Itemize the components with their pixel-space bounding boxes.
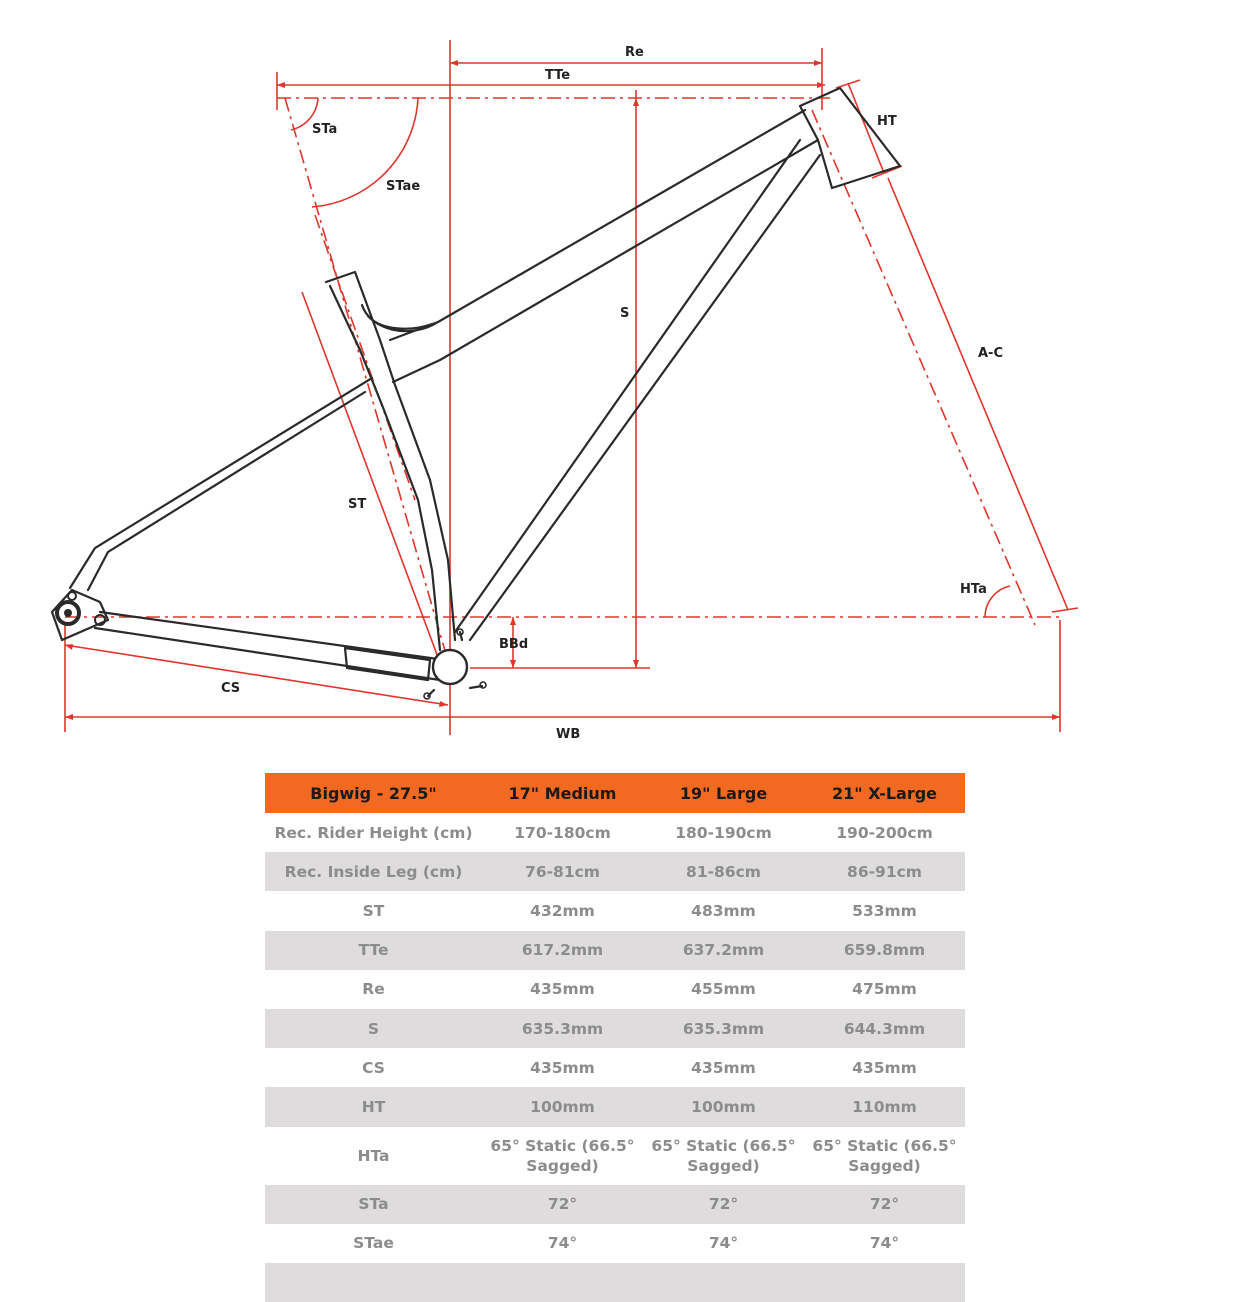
table-row: STa 72° 72° 72°: [265, 1184, 965, 1224]
header-size-large: 19" Large: [643, 773, 804, 813]
cell-medium: 74°: [547, 1234, 578, 1253]
row-label: STa: [265, 1184, 482, 1224]
label-hta: HTa: [960, 582, 987, 597]
label-wb: WB: [556, 727, 580, 740]
cell-medium: 635.3mm: [482, 1008, 643, 1049]
cell-xlarge: 65° Static (66.5° Sagged): [812, 1136, 957, 1175]
table-row: Rec. Inside Leg (cm) 76-81cm 81-86cm 86-…: [265, 852, 965, 892]
cell-medium: 435mm: [530, 980, 595, 999]
cell-large: 74°: [708, 1234, 739, 1253]
frame-geometry-diagram: Re TTe HT STa STae S A-C ST HTa BBd CS W…: [50, 40, 1079, 740]
header-size-medium: 17" Medium: [482, 773, 643, 813]
table-row: STae 74° 74° 74°: [265, 1224, 965, 1263]
bike-frame: [50, 86, 902, 700]
cell-medium: 170-180cm: [514, 823, 611, 842]
row-label: ST: [362, 901, 385, 920]
cell-xlarge: 72°: [804, 1184, 965, 1224]
label-sta: STa: [312, 122, 337, 137]
cell-xlarge: 435mm: [852, 1058, 917, 1077]
header-size-xlarge: 21" X-Large: [804, 773, 965, 813]
label-st: ST: [348, 497, 366, 512]
header-model: Bigwig - 27.5": [265, 773, 482, 813]
cell-large: 72°: [643, 1184, 804, 1224]
label-bbd: BBd: [499, 637, 528, 652]
cell-large: 455mm: [691, 980, 756, 999]
label-stae: STae: [386, 179, 420, 194]
cell-large: 100mm: [643, 1087, 804, 1127]
table-row: Rec. Rider Height (cm) 170-180cm 180-190…: [265, 813, 965, 852]
table-row: S 635.3mm 635.3mm 644.3mm: [265, 1008, 965, 1049]
cell-large: 483mm: [691, 901, 756, 920]
label-s: S: [620, 306, 629, 321]
row-label: STae: [353, 1234, 394, 1253]
row-label: Re: [362, 980, 385, 999]
row-label: Rec. Inside Leg (cm): [265, 852, 482, 892]
cell-medium: 100mm: [482, 1087, 643, 1127]
cell-medium: 617.2mm: [482, 930, 643, 970]
cell-large: 435mm: [691, 1058, 756, 1077]
row-label: TTe: [265, 930, 482, 970]
cell-xlarge: 659.8mm: [804, 930, 965, 970]
table-row: ST 432mm 483mm 533mm: [265, 891, 965, 930]
dimension-lines: [64, 40, 1079, 735]
cell-large: 81-86cm: [643, 852, 804, 892]
cell-xlarge: 475mm: [852, 980, 917, 999]
row-label: CS: [362, 1058, 385, 1077]
cell-medium: 76-81cm: [482, 852, 643, 892]
cell-medium: 65° Static (66.5° Sagged): [490, 1136, 635, 1175]
cell-medium: 435mm: [530, 1058, 595, 1077]
dimension-labels: Re TTe HT STa STae S A-C ST HTa BBd CS W…: [221, 45, 1003, 740]
label-re: Re: [625, 45, 644, 60]
label-cs: CS: [221, 681, 240, 696]
table-row-partial: [265, 1262, 965, 1302]
table-row: Re 435mm 455mm 475mm: [265, 970, 965, 1009]
geometry-table: Bigwig - 27.5" 17" Medium 19" Large 21" …: [265, 773, 965, 1302]
row-label: S: [265, 1008, 482, 1049]
cell-xlarge: 110mm: [804, 1087, 965, 1127]
label-ht: HT: [877, 114, 897, 129]
table-row: CS 435mm 435mm 435mm: [265, 1048, 965, 1087]
row-label: HTa: [357, 1146, 390, 1165]
table-header-row: Bigwig - 27.5" 17" Medium 19" Large 21" …: [265, 773, 965, 813]
cell-xlarge: 190-200cm: [836, 823, 933, 842]
table-row: HT 100mm 100mm 110mm: [265, 1087, 965, 1127]
table-row: HTa 65° Static (66.5° Sagged) 65° Static…: [265, 1127, 965, 1185]
table-row: TTe 617.2mm 637.2mm 659.8mm: [265, 930, 965, 970]
cell-xlarge: 533mm: [852, 901, 917, 920]
cell-large: 635.3mm: [643, 1008, 804, 1049]
cell-large: 65° Static (66.5° Sagged): [651, 1136, 796, 1175]
cell-xlarge: 74°: [869, 1234, 900, 1253]
label-ac: A-C: [978, 346, 1003, 361]
cell-medium: 432mm: [530, 901, 595, 920]
row-label: Rec. Rider Height (cm): [274, 823, 473, 842]
cell-large: 180-190cm: [675, 823, 772, 842]
cell-xlarge: 86-91cm: [804, 852, 965, 892]
cell-large: 637.2mm: [643, 930, 804, 970]
cell-xlarge: 644.3mm: [804, 1008, 965, 1049]
row-label: HT: [265, 1087, 482, 1127]
cell-medium: 72°: [482, 1184, 643, 1224]
label-tte: TTe: [545, 68, 570, 83]
